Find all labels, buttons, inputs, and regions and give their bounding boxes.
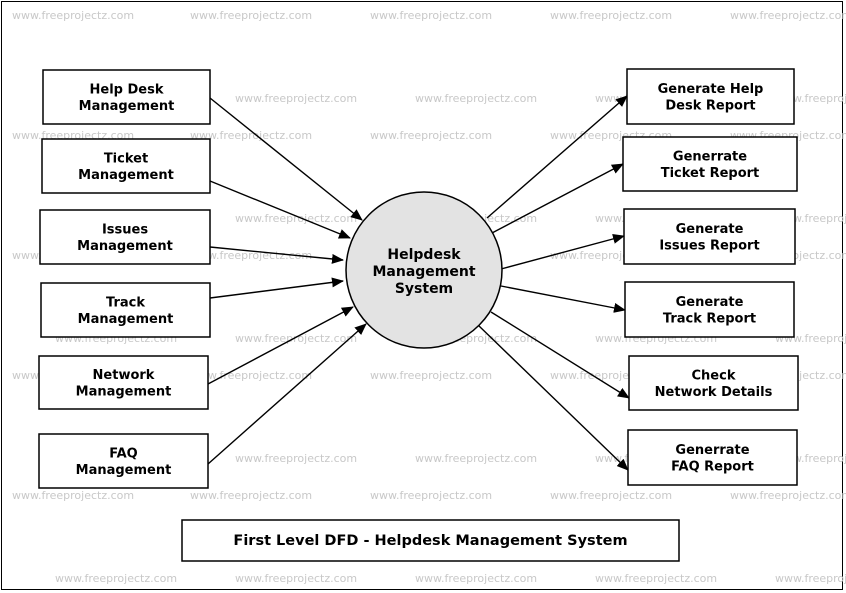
flow-to-generate-track-report [500, 285, 626, 313]
faq-management-rect [38, 433, 209, 489]
process-nodes: Help DeskManagementTicketManagementIssue… [38, 68, 799, 489]
watermark-text: www.freeprojectz.com [550, 9, 672, 22]
watermark-text: www.freeprojectz.com [730, 489, 846, 502]
flow-to-generrate-ticket-report [491, 163, 624, 234]
generate-help-desk-report-label: Generate Help [658, 82, 764, 97]
flow-from-help-desk-management [209, 97, 363, 221]
title-text: First Level DFD - Helpdesk Management Sy… [233, 533, 627, 549]
watermark-text: www.freeprojectz.com [12, 9, 134, 22]
issues-management-label: Management [77, 239, 173, 254]
process-label: Management [372, 264, 475, 280]
diagram-title: First Level DFD - Helpdesk Management Sy… [181, 519, 680, 562]
check-network-details-label: Check [692, 368, 736, 383]
generrate-ticket-report-label: Generrate [673, 149, 747, 164]
generate-track-report-label: Generate [676, 295, 744, 310]
help-desk-management-label: Management [79, 99, 175, 114]
watermark-text: www.freeprojectz.com [415, 452, 537, 465]
watermark-text: www.freeprojectz.com [235, 332, 357, 345]
flow-to-generate-issues-report [500, 234, 625, 270]
check-network-details-rect [628, 355, 799, 411]
flow-to-generate-help-desk-report [486, 95, 628, 219]
watermark-text: www.freeprojectz.com [55, 572, 177, 585]
flow-from-ticket-management [209, 180, 351, 239]
flow-to-check-network-details [490, 311, 630, 399]
track-management-rect [40, 282, 211, 338]
flow-from-track-management [209, 277, 344, 299]
generate-track-report-rect [624, 281, 795, 338]
issues-management-label: Issues [102, 222, 148, 237]
watermark-text: www.freeprojectz.com [190, 369, 312, 382]
flow-from-faq-management [207, 323, 367, 465]
watermark-text: www.freeprojectz.com [190, 489, 312, 502]
watermark-text: www.freeprojectz.com [190, 129, 312, 142]
generate-issues-report-label: Generate [676, 222, 744, 237]
generrate-ticket-report-label: Ticket Report [661, 166, 760, 181]
flow-from-network-management [207, 306, 354, 385]
faq-management-label: Management [76, 463, 172, 478]
generate-help-desk-report-rect [626, 68, 795, 125]
ticket-management-label: Ticket [104, 151, 148, 166]
watermark-text: www.freeprojectz.com [415, 92, 537, 105]
issues-management-rect [39, 209, 211, 265]
watermark-text: www.freeprojectz.com [550, 489, 672, 502]
watermark-text: www.freeprojectz.com [775, 572, 846, 585]
generate-help-desk-report-label: Desk Report [665, 98, 755, 113]
network-management-rect [38, 355, 209, 410]
check-network-details-label: Network Details [655, 385, 773, 400]
network-management-label: Network [93, 368, 155, 383]
watermark-text: www.freeprojectz.com [370, 489, 492, 502]
watermark-text: www.freeprojectz.com [12, 489, 134, 502]
flow-from-issues-management [209, 246, 344, 264]
faq-management-box: FAQ Management [38, 433, 209, 489]
watermark-text: www.freeprojectz.com [370, 369, 492, 382]
track-management-label: Track [106, 295, 145, 310]
watermark-text: www.freeprojectz.com [415, 572, 537, 585]
watermark-text: www.freeprojectz.com [235, 572, 357, 585]
watermark-text: www.freeprojectz.com [190, 249, 312, 262]
generate-issues-report-label: Issues Report [659, 238, 759, 253]
generrate-ticket-report-rect [622, 136, 798, 192]
watermark-text: www.freeprojectz.com [235, 212, 357, 225]
help-desk-management-label: Help Desk [90, 82, 164, 97]
data-flows [207, 95, 630, 471]
process-label: System [395, 281, 453, 297]
watermark-text: www.freeprojectz.com [730, 9, 846, 22]
watermark-text: www.freeprojectz.com [235, 92, 357, 105]
watermark-text: www.freeprojectz.com [370, 9, 492, 22]
title-box [181, 519, 680, 562]
faq-management-label: FAQ [109, 446, 138, 461]
flow-to-generrate-faq-report [477, 324, 629, 471]
generate-track-report-label: Track Report [663, 311, 756, 326]
generate-issues-report-rect [623, 208, 796, 265]
generrate-faq-report-rect [627, 429, 798, 486]
watermark-text: www.freeprojectz.com [235, 452, 357, 465]
watermark-text: www.freeprojectz.com [190, 9, 312, 22]
generrate-faq-report-label: FAQ Report [671, 459, 754, 474]
watermark-text: www.freeprojectz.com [595, 572, 717, 585]
network-management-label: Management [76, 384, 172, 399]
help-desk-management-rect [42, 69, 211, 125]
track-management-label: Management [78, 312, 174, 327]
ticket-management-rect [41, 138, 211, 194]
watermark-text: www.freeprojectz.com [370, 129, 492, 142]
ticket-management-label: Management [78, 168, 174, 183]
generrate-faq-report-label: Generrate [675, 443, 749, 458]
process-label: Helpdesk [387, 247, 461, 263]
process-circle [345, 191, 503, 349]
